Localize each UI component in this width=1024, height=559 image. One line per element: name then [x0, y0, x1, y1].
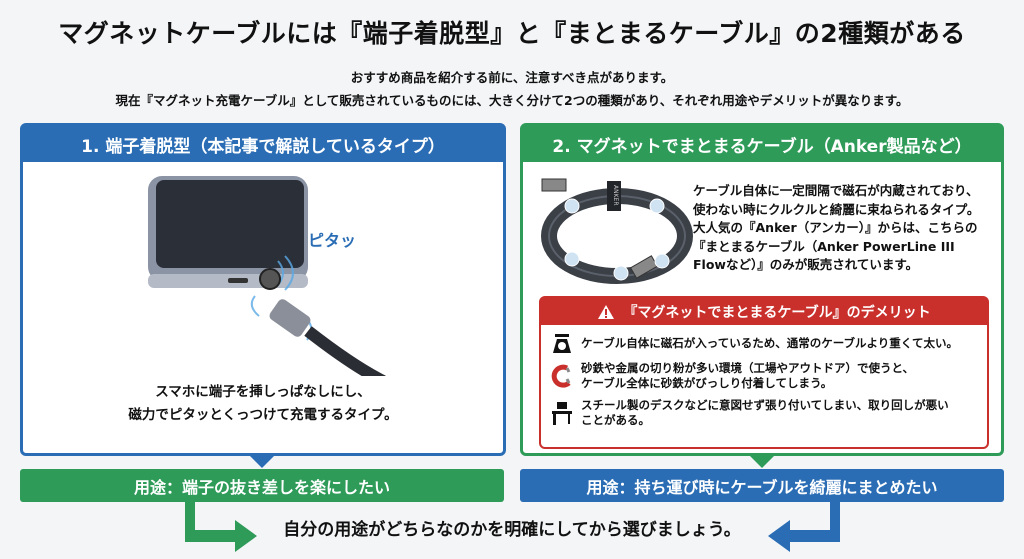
conclusion-text: 自分の用途がどちらなのかを明確にしてから選びましょう。 — [283, 520, 741, 540]
desk-icon — [552, 402, 572, 425]
panel-heading: 2. マグネットでまとまるケーブル（Anker製品など） — [523, 126, 1001, 162]
right-arrow-icon — [768, 502, 840, 552]
magnet-icon — [551, 364, 571, 388]
use-case-ribbon-coiled: 用途：持ち運び時にケーブルを綺麗にまとめたい — [520, 469, 1004, 502]
panel-coiled-cable-type: 2. マグネットでまとまるケーブル（Anker製品など） ANKER ケーブル自… — [520, 123, 1004, 456]
warning-icon — [598, 304, 615, 319]
demerits-box: 『マグネットでまとまるケーブル』のデメリット ケーブル自体に磁石が入っているため… — [539, 296, 989, 449]
use-case-ribbon-terminal: 用途：端子の抜き差しを楽にしたい — [20, 469, 504, 502]
coiled-cable-illustration: ANKER — [541, 178, 693, 284]
description-line: 使わない時にクルクルと綺麗に束ねられるタイプ。 — [693, 201, 980, 217]
description-line: ケーブル自体に一定間隔で磁石が内蔵されており、 — [693, 183, 979, 198]
panel-caption: スマホに端子を挿しっぱなしにし、 磁力でピタッとくっつけて充電するタイプ。 — [23, 381, 503, 427]
intro-line: おすすめ商品を紹介する前に、注意すべき点があります。 — [350, 70, 674, 85]
demerit-text: スチール製のデスクなどに意図せず張り付いてしまい、取り回しが悪い — [581, 398, 949, 412]
intro-text: おすすめ商品を紹介する前に、注意すべき点があります。 現在『マグネット充電ケーブ… — [0, 66, 1024, 112]
demerit-item: 砂鉄や金属の切り粉が多い環境（工場やアウトドア）で使うと、ケーブル全体に砂鉄がび… — [541, 361, 987, 391]
demerits-heading-text: 『マグネットでまとまるケーブル』のデメリット — [623, 304, 931, 321]
cable-brand-label: ANKER — [612, 185, 619, 206]
arrow-notch — [250, 456, 274, 468]
demerit-text: ケーブル全体に砂鉄がびっしり付着してしまう。 — [581, 376, 833, 390]
scale-icon — [553, 334, 571, 353]
sound-effect-text: ピタッ — [308, 231, 356, 250]
phone-magnet-illustration: ピタッ — [148, 176, 386, 376]
demerit-item: スチール製のデスクなどに意図せず張り付いてしまい、取り回しが悪いことがある。 — [541, 398, 987, 428]
panel-description: ケーブル自体に一定間隔で磁石が内蔵されており、 使わない時にクルクルと綺麗に束ね… — [693, 182, 979, 275]
page-title: マグネットケーブルには『端子着脱型』と『まとまるケーブル』の2種類がある — [58, 19, 966, 48]
description-line: 『まとまるケーブル（Anker PowerLine III — [693, 238, 955, 254]
caption-line: 磁力でピタッとくっつけて充電するタイプ。 — [128, 407, 398, 423]
demerit-item: ケーブル自体に磁石が入っているため、通常のケーブルより重くて太い。 — [541, 332, 987, 354]
left-arrow-icon — [185, 502, 257, 552]
intro-line: 現在『マグネット充電ケーブル』として販売されているものには、大きく分けて2つの種… — [115, 93, 909, 108]
arrow-notch — [750, 456, 774, 468]
description-line: Flowなど）』のみが販売されています。 — [693, 257, 919, 272]
panel-heading: 1. 端子着脱型（本記事で解説しているタイプ） — [23, 126, 503, 162]
description-line: 大人気の『Anker（アンカー）』からは、こちらの — [693, 220, 978, 235]
demerit-text: 砂鉄や金属の切り粉が多い環境（工場やアウトドア）で使うと、 — [581, 361, 915, 375]
panel-terminal-type: 1. 端子着脱型（本記事で解説しているタイプ） ピタッ スマホに端子を挿しっぱな… — [20, 123, 506, 456]
demerit-text: ケーブル自体に磁石が入っているため、通常のケーブルより重くて太い。 — [581, 335, 958, 350]
demerits-heading: 『マグネットでまとまるケーブル』のデメリット — [541, 298, 987, 325]
caption-line: スマホに端子を挿しっぱなしにし、 — [155, 384, 371, 400]
demerit-text: ことがある。 — [581, 413, 650, 427]
